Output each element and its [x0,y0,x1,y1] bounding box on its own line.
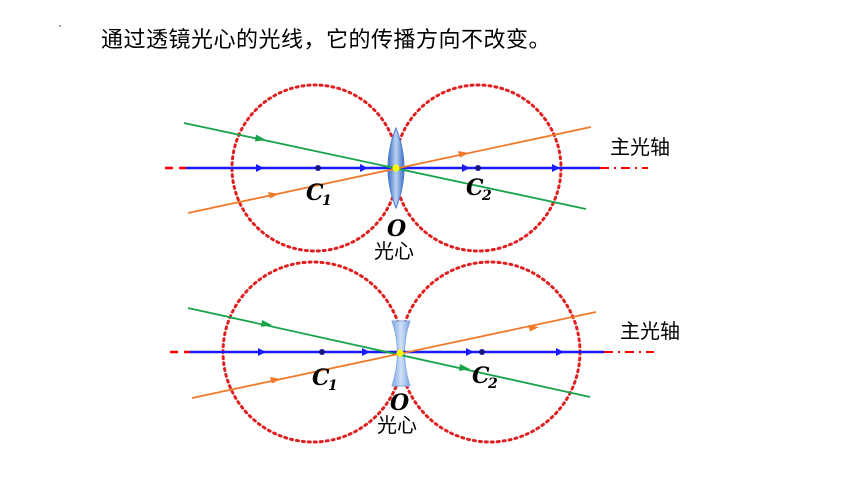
ray-green-arrow [261,320,272,327]
arrow-axis-1 [258,348,266,356]
focal-label-right-sub: 2 [487,376,498,392]
arrow-axis-4 [556,348,564,356]
arrow-axis-1 [256,164,264,172]
focal-label-left-sub: 1 [328,378,338,394]
diagram-concave: 主光轴 C 1 C 2 O 光心 [170,260,680,444]
arrow-axis-2 [360,164,368,172]
focal-label-right: C [466,175,484,201]
ray-green-arrow-2 [459,364,470,371]
focal-label-right-sub: 2 [481,188,492,204]
stray-dot [59,25,61,27]
ray-orange-arrow-2 [528,325,539,332]
ray-orange [187,126,592,214]
center-label: 光心 [377,413,417,437]
focal-label-left: C [306,180,324,206]
center-label: 光心 [374,239,414,263]
focal-point-right [479,349,485,355]
optical-center-dot [396,349,404,357]
ray-green [187,307,591,398]
arrow-axis-2 [362,348,370,356]
focal-label-left-sub: 1 [322,193,332,209]
focal-point-right [475,165,481,171]
diagram-convex: 主光轴 C 1 C 2 O 光心 [165,83,670,263]
axis-label: 主光轴 [610,135,670,159]
ray-orange-arrow-2 [458,151,469,158]
arrow-axis-3 [462,164,470,172]
ray-green-arrow [255,134,266,142]
ray-orange-arrow [270,377,281,384]
focal-label-left: C [312,365,330,391]
optical-center-dot [392,164,400,172]
page-heading: 通过透镜光心的光线，它的传播方向不改变。 [101,28,552,53]
center-letter: O [390,390,409,416]
focal-point-left [319,349,325,355]
focal-point-left [315,165,321,171]
axis-label: 主光轴 [620,319,680,343]
arrow-axis-3 [466,348,474,356]
focal-label-right: C [472,363,490,389]
arrow-axis-4 [552,164,560,172]
center-letter: O [387,216,406,242]
ray-orange-arrow [268,192,279,199]
ray-green [183,122,587,210]
